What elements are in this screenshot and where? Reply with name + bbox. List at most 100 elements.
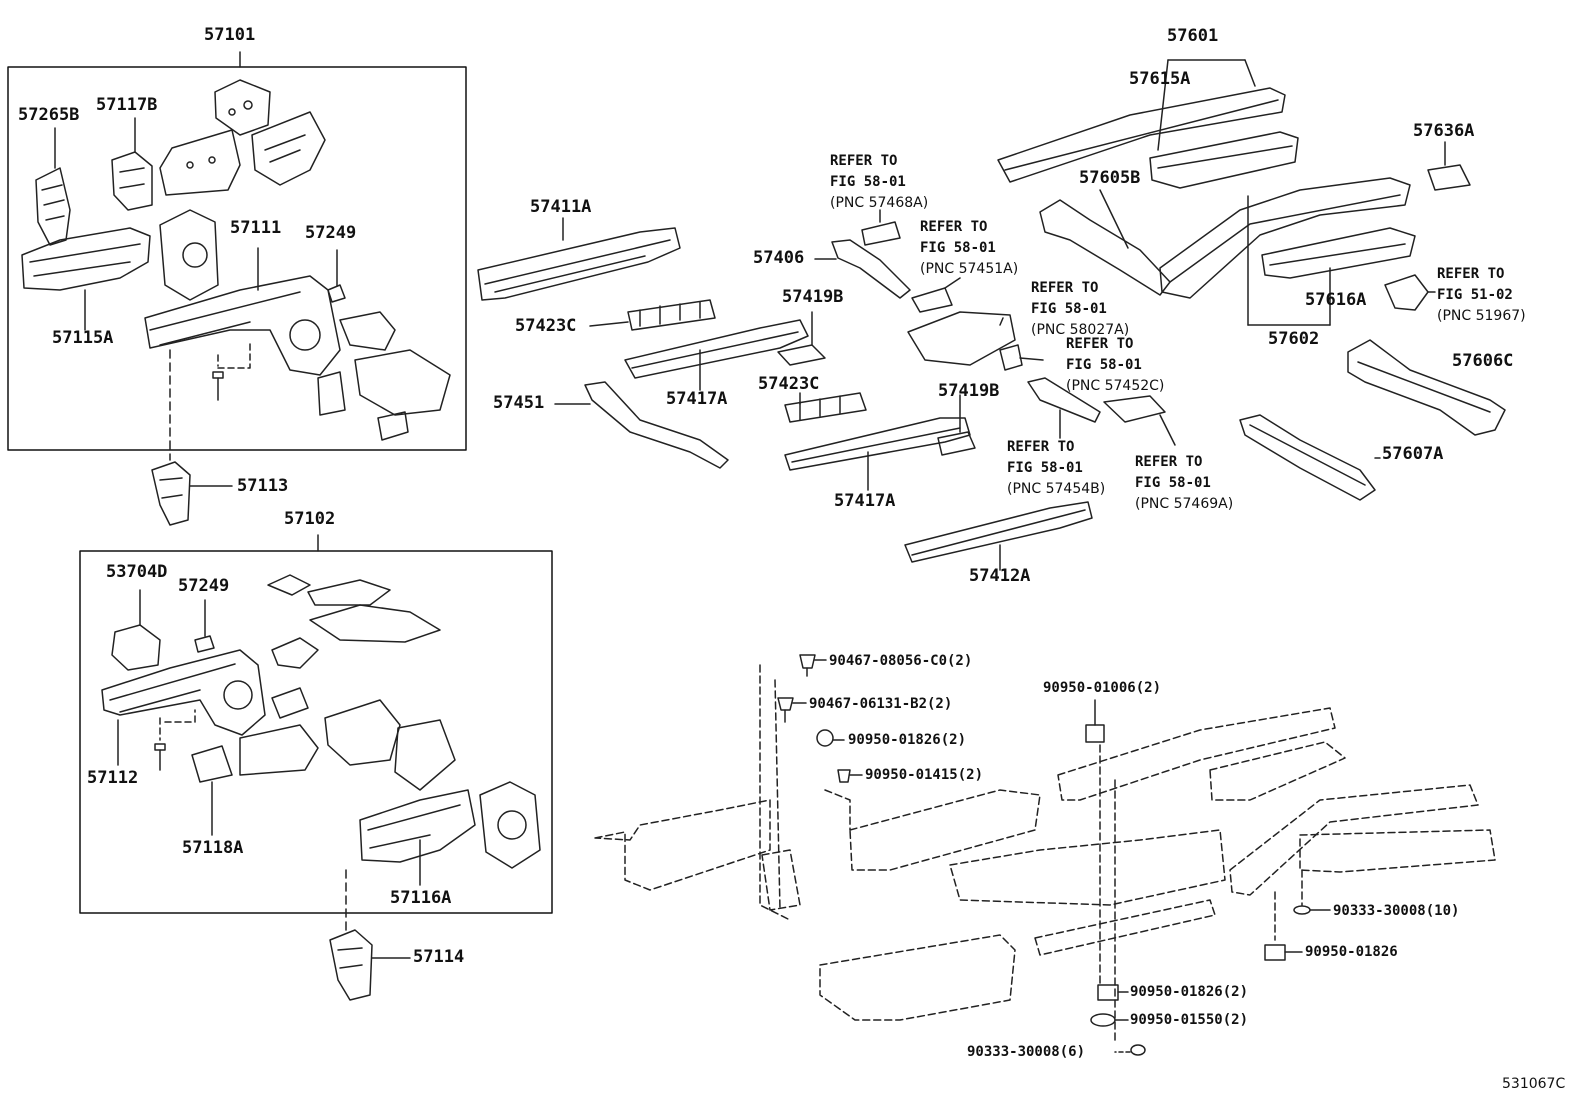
part-57113-shape: [151, 461, 233, 526]
part-57406-shape: [814, 239, 911, 299]
label-part-57118A: 57118A: [182, 838, 244, 858]
refer-line2: FIG 58-01: [1031, 301, 1107, 317]
label-fastener-90333-30008-b: 90333-30008(6): [967, 1044, 1086, 1060]
refer-line1: REFER TO: [1135, 454, 1203, 470]
label-part-57616A: 57616A: [1305, 290, 1367, 310]
fastener-symbols: [777, 654, 1331, 1056]
assembly-view: [594, 664, 1496, 1041]
refer-line1: REFER TO: [1031, 280, 1099, 296]
label-part-57265B: 57265B: [18, 105, 80, 125]
refer-line2: FIG 58-01: [1135, 475, 1211, 491]
label-group-57101: 57101: [204, 25, 256, 45]
bolt-57102: [154, 709, 196, 771]
label-fastener-90950-01550: 90950-01550(2): [1130, 1012, 1249, 1028]
label-group-57601: 57601: [1167, 26, 1219, 46]
label-part-57412A: 57412A: [969, 566, 1031, 586]
refer-note-57469A: REFER TO FIG 58-01 (PNC 57469A): [1135, 455, 1233, 518]
refer-line1: REFER TO: [920, 219, 988, 235]
label-part-57419B-b: 57419B: [938, 381, 1000, 401]
refer-note-57468A: REFER TO FIG 58-01 (PNC 57468A): [830, 154, 928, 217]
part-lower-brackets: [317, 311, 451, 441]
part-57102-upper-pieces: [267, 574, 441, 719]
label-fastener-90950-01826-c: 90950-01826(2): [1130, 984, 1249, 1000]
part-57615A-shape: [997, 87, 1286, 183]
part-57249-shape-b: [194, 599, 215, 653]
bolt-57101: [212, 339, 251, 401]
label-fastener-90950-01826-a: 90950-01826(2): [848, 732, 967, 748]
label-fastener-90333-30008-a: 90333-30008(10): [1333, 903, 1460, 919]
part-side-panel-a: [159, 209, 219, 301]
label-part-57605B: 57605B: [1079, 168, 1141, 188]
group-box-57102: [79, 550, 553, 914]
part-57114-shape: [329, 929, 411, 1001]
refer-line3: (PNC 51967): [1437, 308, 1526, 324]
part-53704D-shape: [111, 589, 161, 671]
part-57605B-shape: [1039, 189, 1171, 296]
part-57423C-shape-a: [589, 299, 716, 331]
label-part-57117B: 57117B: [96, 95, 158, 115]
label-part-57114: 57114: [413, 947, 465, 967]
part-57601-lower-rail: [1149, 131, 1299, 189]
label-part-57636A: 57636A: [1413, 121, 1475, 141]
refer-line2: FIG 58-01: [1007, 460, 1083, 476]
label-part-57112: 57112: [87, 768, 139, 788]
label-group-57102: 57102: [284, 509, 336, 529]
label-fastener-90467-08056: 90467-08056-C0(2): [829, 653, 973, 669]
label-part-57607A: 57607A: [1382, 444, 1444, 464]
label-part-57249-a: 57249: [305, 223, 357, 243]
part-57111-shape: [144, 247, 341, 376]
part-57616A-shape: [1261, 227, 1416, 279]
part-57116A-shape: [359, 781, 541, 886]
part-refer-51967-shape: [1384, 274, 1436, 311]
part-upper-panel-b: [159, 129, 241, 196]
refer-line1: REFER TO: [1007, 439, 1075, 455]
label-part-53704D: 53704D: [106, 562, 168, 582]
label-fastener-90467-06131: 90467-06131-B2(2): [809, 696, 953, 712]
refer-line3: (PNC 58027A): [1031, 322, 1130, 338]
label-fastener-90950-01006: 90950-01006(2): [1043, 680, 1162, 696]
label-part-57615A: 57615A: [1129, 69, 1191, 89]
refer-line1: REFER TO: [1437, 266, 1505, 282]
refer-note-57451A: REFER TO FIG 58-01 (PNC 57451A): [920, 220, 1018, 283]
group-box-57101: [7, 66, 467, 451]
part-57102-mid-pieces: [191, 699, 456, 836]
label-part-57451: 57451: [493, 393, 545, 413]
label-part-57115A: 57115A: [52, 328, 114, 348]
part-57451-shape: [554, 381, 729, 469]
part-57423C-shape-b: [784, 392, 867, 423]
label-part-57406: 57406: [753, 248, 805, 268]
part-upper-panel-a: [214, 79, 271, 136]
label-part-57419B-a: 57419B: [782, 287, 844, 307]
label-part-57606C: 57606C: [1452, 351, 1514, 371]
refer-line3: (PNC 57454B): [1007, 481, 1106, 497]
label-part-57417A-b: 57417A: [834, 491, 896, 511]
part-ref-pieces-middle: [861, 209, 1176, 456]
refer-note-57452C: REFER TO FIG 58-01 (PNC 57452C): [1066, 337, 1164, 400]
part-57411A-shape: [477, 217, 681, 301]
refer-line3: (PNC 57451A): [920, 261, 1019, 277]
part-57419B-shape-a: [777, 311, 826, 366]
refer-line2: FIG 58-01: [830, 174, 906, 190]
part-upper-panel-c: [251, 111, 326, 186]
part-57636A-shape: [1427, 141, 1471, 191]
label-part-57423C-b: 57423C: [758, 374, 820, 394]
part-57265B-shape: [35, 127, 71, 246]
refer-line3: (PNC 57469A): [1135, 496, 1234, 512]
refer-line1: REFER TO: [1066, 336, 1134, 352]
part-57607A-shape: [1239, 414, 1381, 501]
refer-note-51967: REFER TO FIG 51-02 (PNC 51967): [1437, 267, 1526, 330]
refer-line2: FIG 51-02: [1437, 287, 1513, 303]
refer-note-57454B: REFER TO FIG 58-01 (PNC 57454B): [1007, 440, 1105, 503]
part-57249-shape-a: [327, 249, 346, 303]
label-group-57602: 57602: [1268, 329, 1320, 349]
refer-line3: (PNC 57468A): [830, 195, 929, 211]
refer-line2: FIG 58-01: [920, 240, 996, 256]
diagram-code: 531067C: [1502, 1076, 1566, 1092]
refer-line3: (PNC 57452C): [1066, 378, 1165, 394]
part-57412A-shape: [904, 501, 1093, 571]
refer-line2: FIG 58-01: [1066, 357, 1142, 373]
part-57417A-shape-a: [624, 319, 809, 391]
part-57112-shape: [101, 649, 266, 766]
